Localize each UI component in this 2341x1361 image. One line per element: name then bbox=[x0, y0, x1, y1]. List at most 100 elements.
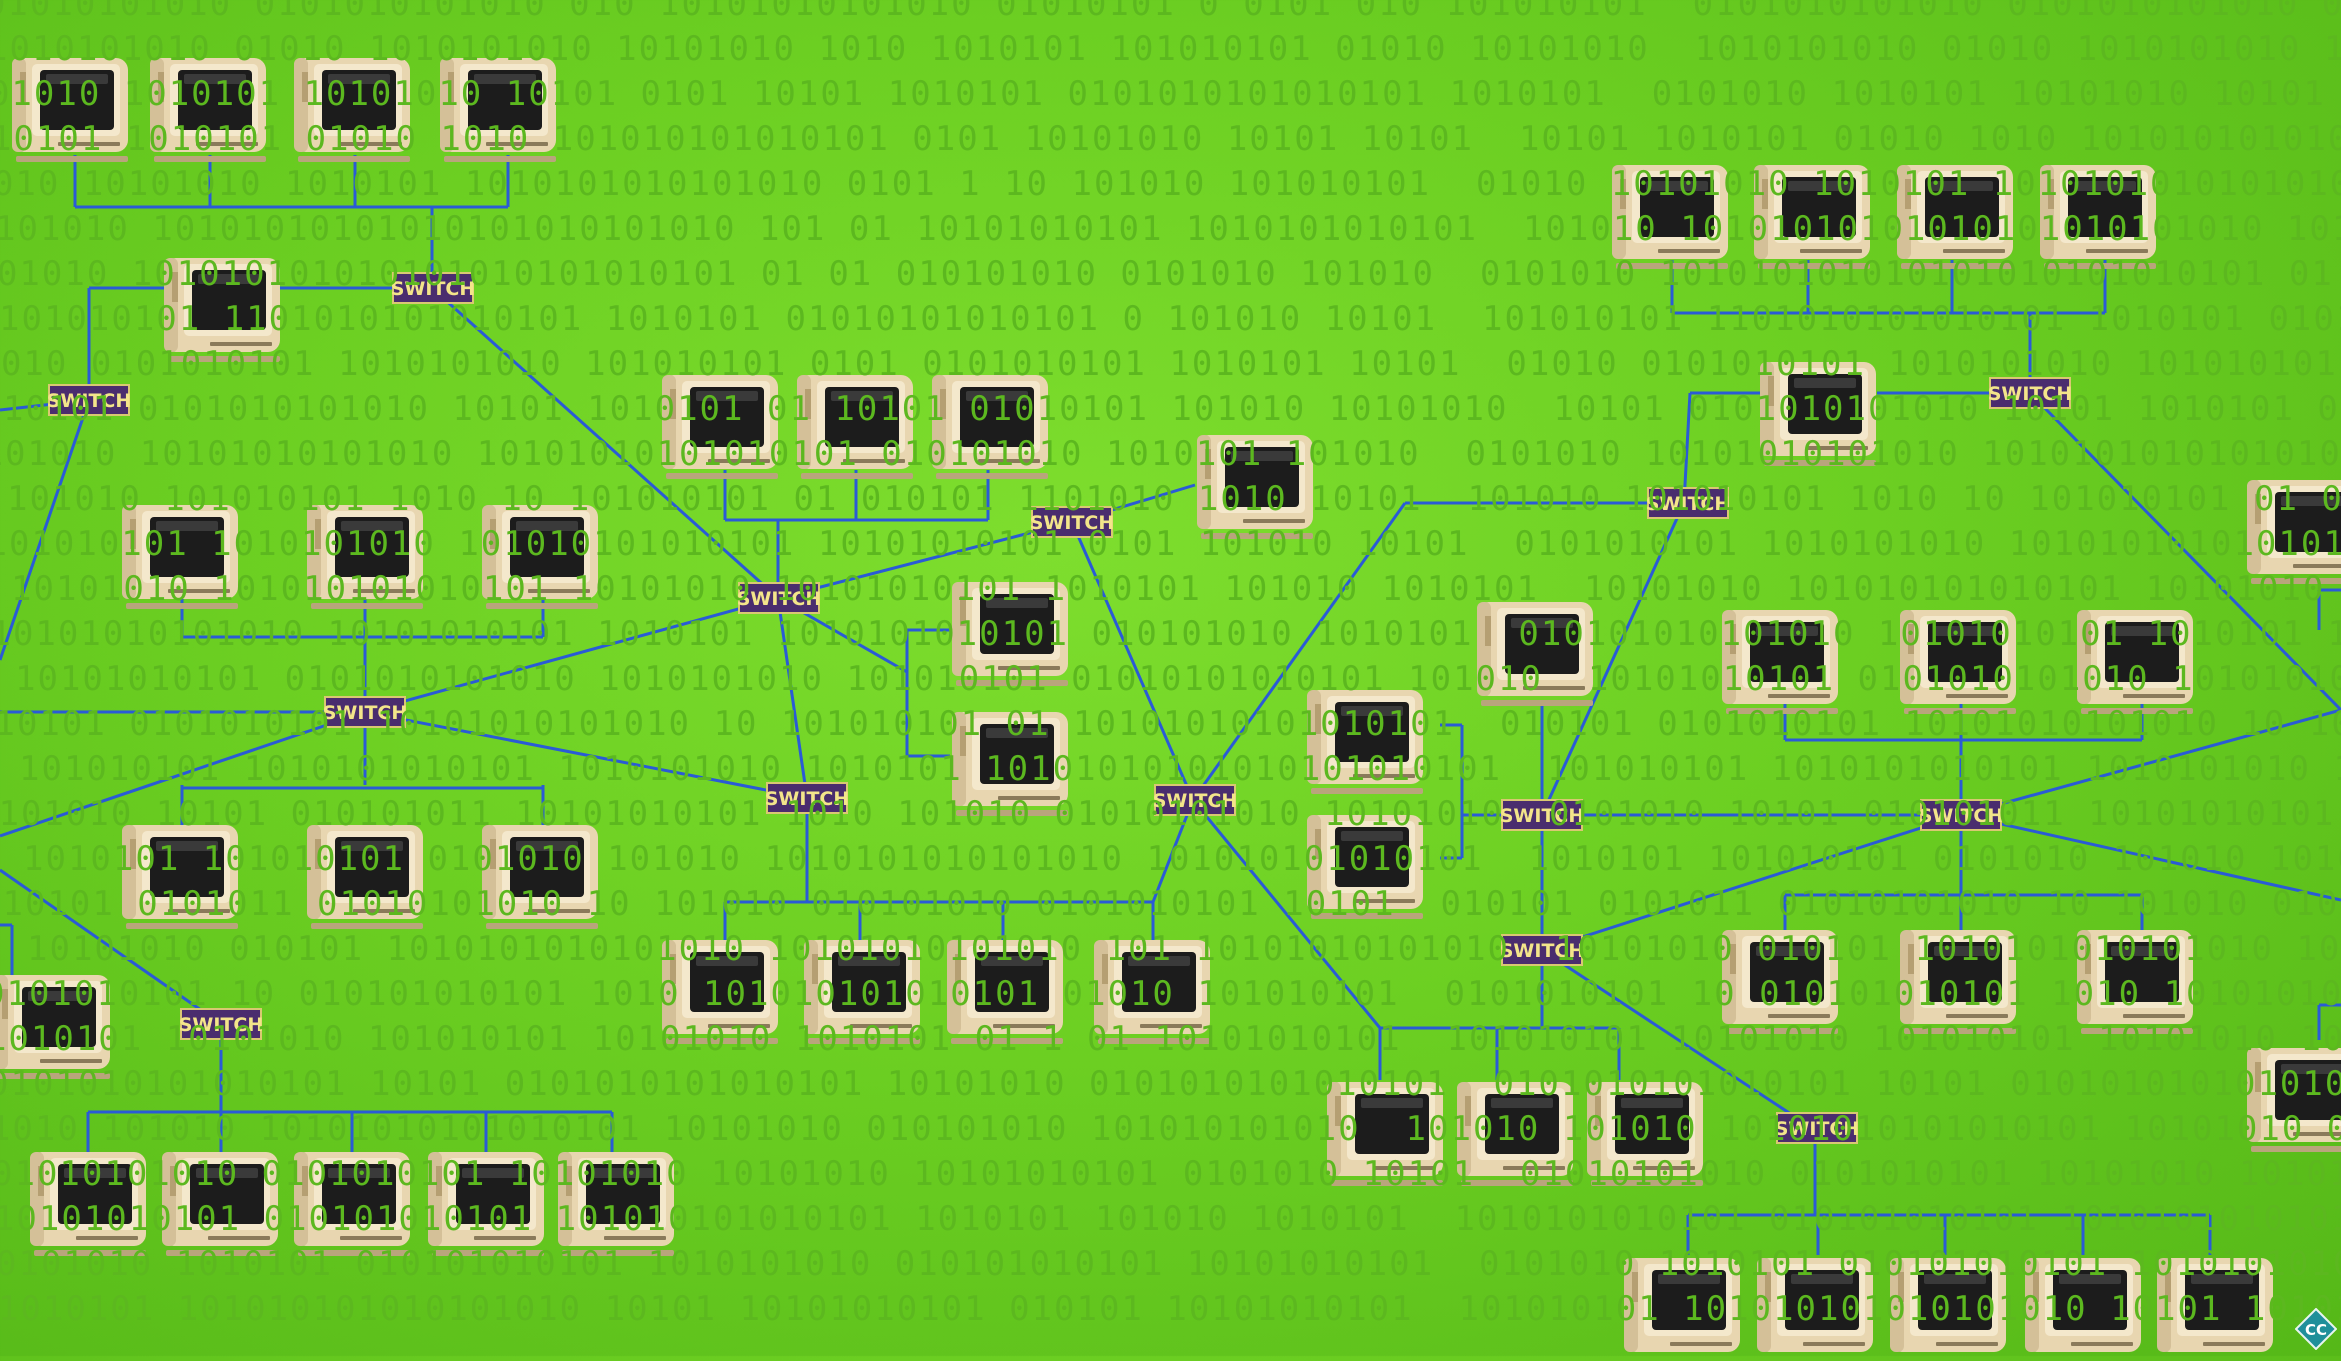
computer-icon bbox=[2247, 1048, 2341, 1152]
computer-icon bbox=[440, 58, 556, 162]
switch-label: SWITCH bbox=[1646, 493, 1731, 515]
binary-row: 01010 0101010101 1010101010 101010101 01… bbox=[0, 344, 2338, 384]
switch-node: SWITCH bbox=[391, 272, 475, 304]
computer-icon bbox=[1760, 362, 1876, 466]
switch-label: SWITCH bbox=[47, 390, 132, 412]
binary-row: 10101 1010101 01010 1010 101010101010101… bbox=[0, 119, 2341, 159]
binary-row: 0101010 1010101 10101010 10101 0101 1010… bbox=[0, 74, 2326, 114]
computer-icon bbox=[662, 940, 778, 1044]
computer-icon bbox=[1757, 1258, 1873, 1361]
binary-row: 010101 0101011 01010101010 10 101010 010… bbox=[0, 884, 2341, 924]
computer-icon bbox=[1900, 610, 2016, 714]
computer-icon bbox=[1307, 690, 1423, 794]
binary-row: 010101010101010 10101010101 1010101 1010… bbox=[0, 614, 2341, 654]
computer-icon bbox=[1722, 930, 1838, 1034]
computer-icon bbox=[1754, 165, 1870, 269]
switch-label: SWITCH bbox=[1919, 805, 2004, 827]
computer-icon bbox=[482, 505, 598, 609]
cable bbox=[364, 596, 779, 714]
cable bbox=[1541, 813, 1962, 952]
binary-row: 01010 10101010 1010101 1010101010101010 … bbox=[0, 164, 2341, 204]
binary-row: 1010101010 01010 1010101010 10101010 101… bbox=[0, 29, 2341, 69]
cable bbox=[1682, 392, 1692, 504]
switch-node: SWITCH bbox=[1500, 934, 1585, 966]
binary-row: 0101010101 10 010101010101 1010 10101010… bbox=[0, 974, 2341, 1014]
crash-course-logo: CC bbox=[2295, 1308, 2337, 1350]
computer-icon bbox=[428, 1152, 544, 1256]
switch-label: SWITCH bbox=[323, 702, 408, 724]
cable bbox=[1960, 813, 2341, 902]
computer-icon bbox=[797, 375, 913, 479]
switch-label: SWITCH bbox=[1030, 512, 1115, 534]
switch-node: SWITCH bbox=[737, 582, 821, 614]
computer-icon bbox=[1624, 1258, 1740, 1361]
switch-node: SWITCH bbox=[765, 782, 850, 814]
cable bbox=[430, 286, 780, 600]
computer-icon bbox=[122, 825, 238, 929]
computer-icon bbox=[1457, 1082, 1573, 1186]
computer-icon bbox=[12, 58, 128, 162]
switch-node: SWITCH bbox=[1919, 799, 2004, 831]
computer-icon bbox=[952, 582, 1068, 686]
binary-row: 101010 101010101 1010 10 101010101 01 01… bbox=[7, 479, 2341, 519]
switch-node: SWITCH bbox=[1775, 1112, 1859, 1144]
binary-row: 101010 10101010101010101010101010 101 01… bbox=[0, 209, 2341, 249]
switch-node: SWITCH bbox=[1153, 784, 1238, 816]
computer-icon bbox=[122, 505, 238, 609]
computer-icon bbox=[1327, 1082, 1443, 1186]
computer-icon bbox=[162, 1152, 278, 1256]
computer-icon bbox=[294, 58, 410, 162]
computer-icon bbox=[307, 825, 423, 929]
switch-label: SWITCH bbox=[1153, 790, 1238, 812]
computer-icon bbox=[2157, 1258, 2273, 1361]
binary-row: 0101010101010 0101010101010 010 10101010… bbox=[0, 0, 2341, 24]
computer-icon bbox=[804, 940, 920, 1044]
binary-row: 10101010 101010101010101 10101010 101010… bbox=[11, 569, 2326, 609]
binary-row: 101010101 101010101010101010 10101 10101… bbox=[0, 1289, 2341, 1329]
switch-node: SWITCH bbox=[1988, 377, 2073, 409]
computer-icon bbox=[2040, 165, 2156, 269]
binary-row: 0101010 1010101 010101010101 1010101010 … bbox=[0, 1244, 2341, 1284]
binary-row: 101010101 1101010101010101 1010101 01010… bbox=[0, 299, 2341, 339]
switch-node: SWITCH bbox=[1500, 799, 1584, 831]
switch-node: SWITCH bbox=[179, 1008, 264, 1040]
switch-label: SWITCH bbox=[179, 1014, 264, 1036]
computer-icon bbox=[1094, 940, 1210, 1044]
binary-row: 1010101010101 010101010101 1010101010101… bbox=[0, 1199, 2341, 1239]
cable bbox=[1541, 948, 1816, 1132]
computer-icon bbox=[662, 375, 778, 479]
switch-label: SWITCH bbox=[765, 788, 850, 810]
switch-node: SWITCH bbox=[47, 384, 132, 416]
cable bbox=[1191, 502, 1407, 801]
switch-label: SWITCH bbox=[1988, 383, 2073, 405]
cable bbox=[777, 520, 1073, 600]
computer-icon bbox=[932, 375, 1048, 479]
computer-icon bbox=[164, 258, 280, 362]
computer-icon bbox=[150, 58, 266, 162]
cable bbox=[776, 597, 809, 799]
cable bbox=[1960, 708, 2341, 817]
computer-icon bbox=[1197, 435, 1313, 539]
binary-row: 101010101 1010101010101 1010101010 10101… bbox=[19, 749, 2341, 789]
cable-layer bbox=[0, 155, 2341, 1255]
binary-row: 101010 101010 10101010101010101 10101010… bbox=[0, 1109, 2341, 1149]
computer-layer bbox=[0, 58, 2341, 1361]
binary-row: 0101010101010101 10101 0101010101010101 … bbox=[0, 1064, 2341, 1104]
cable bbox=[1540, 502, 1686, 816]
computer-icon bbox=[294, 1152, 410, 1256]
switch-node: SWITCH bbox=[323, 696, 408, 728]
binary-row: 101010101 10101010 101010101 10101010 10… bbox=[0, 1019, 2341, 1059]
cable bbox=[2028, 391, 2341, 712]
cable bbox=[0, 710, 366, 838]
computer-icon bbox=[1587, 1082, 1703, 1186]
computer-icon bbox=[1307, 815, 1423, 919]
computer-icon bbox=[558, 1152, 674, 1256]
computer-icon bbox=[30, 1152, 146, 1256]
switch-label: SWITCH bbox=[1500, 940, 1585, 962]
binary-row: 010101 0101010101 10101010101010 10 1010… bbox=[0, 704, 2341, 744]
binary-row: 10101 0101010101010 10101 1010101 01 101… bbox=[3, 389, 2341, 429]
